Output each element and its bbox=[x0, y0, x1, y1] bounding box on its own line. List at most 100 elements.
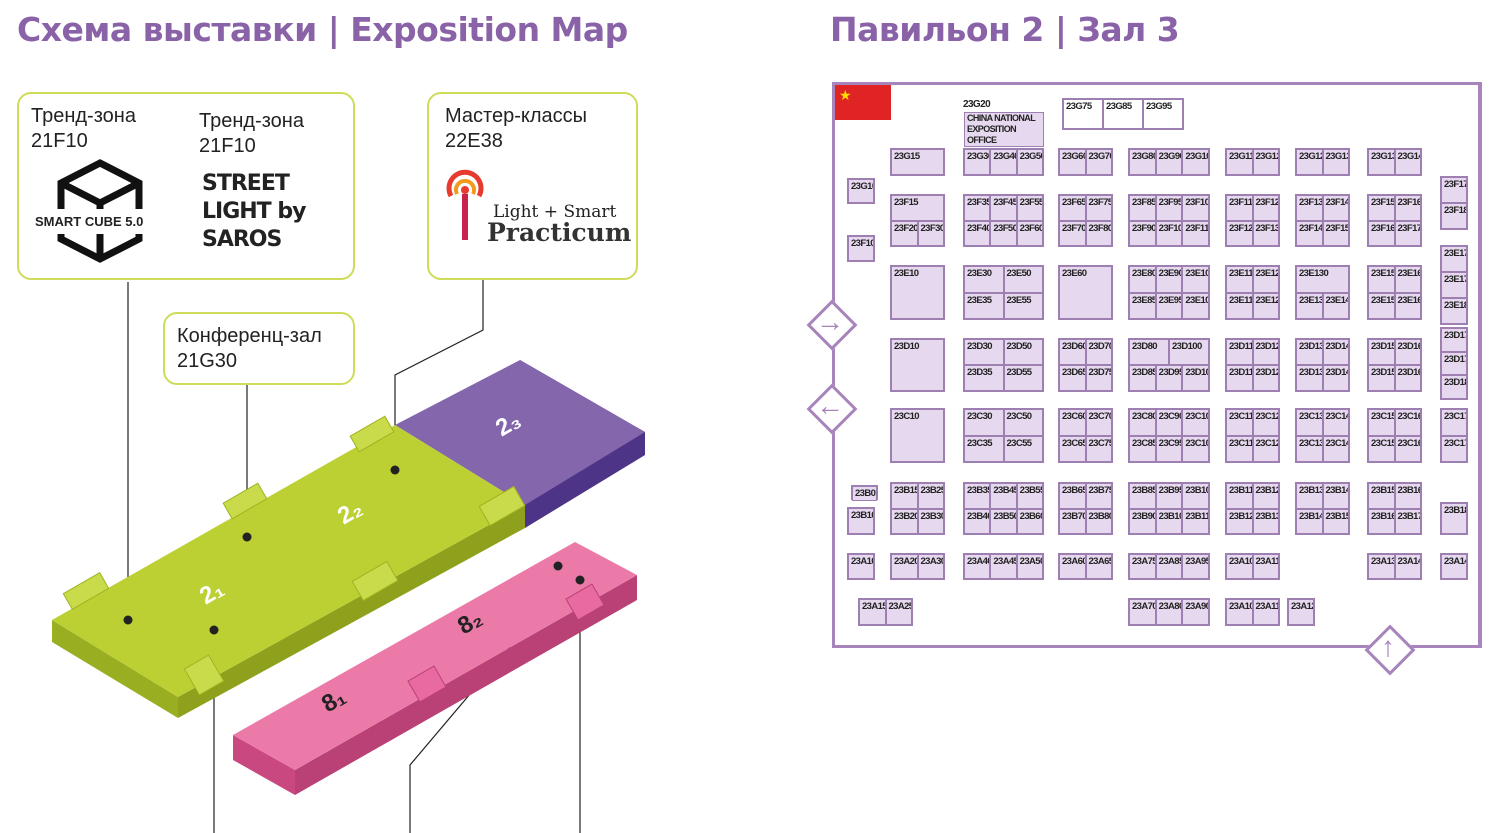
booth[interactable]: 23G60 bbox=[1059, 149, 1086, 175]
booth[interactable]: 23C90 bbox=[1155, 409, 1183, 436]
booth[interactable]: 23E120 bbox=[1252, 266, 1279, 293]
booth[interactable]: 23D160 bbox=[1394, 339, 1421, 365]
booth[interactable]: 23B01 bbox=[852, 486, 877, 501]
booth[interactable]: 23C85 bbox=[1129, 435, 1156, 462]
booth[interactable]: 23A110 bbox=[1252, 599, 1279, 625]
booth[interactable]: 23A25 bbox=[885, 599, 912, 625]
booth[interactable]: 23F105 bbox=[1182, 195, 1210, 221]
booth[interactable]: 23D165 bbox=[1394, 365, 1421, 391]
booth[interactable]: 23B100 bbox=[1155, 508, 1183, 534]
booth[interactable]: 23E145 bbox=[1322, 292, 1349, 319]
booth[interactable]: 23A115 bbox=[1252, 554, 1279, 579]
booth[interactable]: 23C115 bbox=[1226, 435, 1253, 462]
booth[interactable]: 23C160 bbox=[1394, 409, 1421, 436]
booth[interactable]: 23A135 bbox=[1368, 554, 1395, 579]
booth[interactable]: 23F165 bbox=[1394, 195, 1421, 221]
booth[interactable]: 23C170 bbox=[1441, 409, 1467, 436]
booth[interactable]: 23C70 bbox=[1085, 409, 1112, 436]
booth[interactable]: 23F65 bbox=[1059, 195, 1086, 221]
booth[interactable]: 23C30 bbox=[964, 409, 1004, 436]
booth[interactable]: 23A40 bbox=[964, 554, 991, 579]
booth[interactable]: 23D140 bbox=[1322, 339, 1349, 365]
booth[interactable]: 23E180 bbox=[1441, 298, 1467, 324]
booth[interactable]: 23F110 bbox=[1182, 220, 1210, 246]
booth[interactable]: 23C60 bbox=[1059, 409, 1086, 436]
booth[interactable]: 23F170 bbox=[1394, 220, 1421, 246]
booth[interactable]: 23A70 bbox=[1129, 599, 1156, 625]
booth[interactable]: 23B50 bbox=[990, 508, 1017, 534]
booth[interactable]: 23C10 bbox=[891, 409, 944, 462]
booth[interactable]: 23F45 bbox=[990, 195, 1017, 221]
booth[interactable]: 23G80 bbox=[1129, 149, 1156, 175]
booth[interactable]: 23B75 bbox=[1085, 483, 1112, 509]
booth[interactable]: 23A90 bbox=[1182, 599, 1210, 625]
booth[interactable]: 23C80 bbox=[1129, 409, 1156, 436]
booth[interactable]: 23A50 bbox=[1016, 554, 1043, 579]
booth[interactable]: 23G125 bbox=[1296, 149, 1323, 175]
booth[interactable]: 23C140 bbox=[1322, 409, 1349, 436]
booth[interactable]: 23F120 bbox=[1226, 220, 1253, 246]
booth[interactable]: 23E60 bbox=[1059, 266, 1112, 319]
booth[interactable]: 23F130 bbox=[1252, 220, 1279, 246]
booth[interactable]: 23D170 bbox=[1441, 328, 1467, 352]
booth[interactable]: 23C145 bbox=[1322, 435, 1349, 462]
booth[interactable]: 23F140 bbox=[1296, 220, 1323, 246]
booth[interactable]: 23A60 bbox=[1059, 554, 1086, 579]
booth[interactable]: 23C120 bbox=[1252, 409, 1279, 436]
booth[interactable]: 23F100 bbox=[1155, 220, 1183, 246]
booth[interactable]: 23A20 bbox=[891, 554, 918, 579]
booth[interactable]: 23E155 bbox=[1368, 292, 1395, 319]
booth[interactable]: 23G15 bbox=[891, 149, 944, 175]
booth[interactable]: 23D75 bbox=[1085, 365, 1112, 391]
booth[interactable]: 23F180 bbox=[1441, 203, 1467, 229]
booth[interactable]: 23E50 bbox=[1003, 266, 1043, 293]
booth[interactable]: 23G100 bbox=[1182, 149, 1210, 175]
booth[interactable]: 23D150 bbox=[1368, 339, 1395, 365]
booth[interactable]: 23D135 bbox=[1296, 365, 1323, 391]
booth[interactable]: 23F125 bbox=[1252, 195, 1279, 221]
booth[interactable]: 23C100 bbox=[1182, 409, 1210, 436]
booth[interactable]: 23G75 bbox=[1063, 99, 1103, 129]
booth[interactable]: 23D60 bbox=[1059, 339, 1086, 365]
booth[interactable]: 23D35 bbox=[964, 365, 1004, 391]
booth[interactable]: 23D145 bbox=[1322, 365, 1349, 391]
booth[interactable]: 23C35 bbox=[964, 435, 1004, 462]
booth[interactable]: 23B90 bbox=[1129, 508, 1156, 534]
booth[interactable]: 23B15 bbox=[891, 483, 918, 509]
booth[interactable]: 23E170 bbox=[1441, 246, 1467, 272]
booth[interactable]: 23F40 bbox=[964, 220, 991, 246]
booth[interactable]: 23A75 bbox=[1129, 554, 1156, 579]
booth[interactable]: 23A80 bbox=[1155, 599, 1183, 625]
booth[interactable]: 23F55 bbox=[1016, 195, 1043, 221]
booth[interactable]: 23E10 bbox=[891, 266, 944, 319]
booth[interactable]: 23F160 bbox=[1368, 220, 1395, 246]
booth[interactable]: 23B10 bbox=[848, 508, 874, 534]
booth[interactable]: 23G85 bbox=[1103, 99, 1143, 129]
booth[interactable]: 23A145 bbox=[1441, 554, 1467, 579]
booth[interactable]: 23B65 bbox=[1059, 483, 1086, 509]
booth[interactable]: 23E150 bbox=[1368, 266, 1395, 293]
booth[interactable]: 23A105 bbox=[1226, 554, 1253, 579]
booth[interactable]: 23C125 bbox=[1252, 435, 1279, 462]
booth[interactable]: 23D180 bbox=[1441, 375, 1467, 400]
booth[interactable]: 23B25 bbox=[917, 483, 944, 509]
booth[interactable]: 23D100 bbox=[1169, 339, 1209, 365]
booth[interactable]: 23B155 bbox=[1368, 483, 1395, 509]
booth[interactable]: 23E135 bbox=[1296, 292, 1323, 319]
booth[interactable]: 23A140 bbox=[1394, 554, 1421, 579]
booth[interactable]: 23E125 bbox=[1252, 292, 1279, 319]
booth[interactable]: 23B145 bbox=[1322, 483, 1349, 509]
booth[interactable]: 23B130 bbox=[1252, 508, 1279, 534]
booth[interactable]: 23B120 bbox=[1226, 508, 1253, 534]
booth[interactable]: 23B35 bbox=[964, 483, 991, 509]
booth[interactable]: 23B70 bbox=[1059, 508, 1086, 534]
booth[interactable]: 23E85 bbox=[1129, 292, 1156, 319]
booth[interactable]: 23D105 bbox=[1182, 365, 1210, 391]
booth[interactable]: 23D55 bbox=[1003, 365, 1043, 391]
booth[interactable]: 23G120 bbox=[1252, 149, 1279, 175]
booth[interactable]: 23B55 bbox=[1016, 483, 1043, 509]
booth[interactable]: 23B140 bbox=[1296, 508, 1323, 534]
booth[interactable]: 23B20 bbox=[891, 508, 918, 534]
booth[interactable]: 23B105 bbox=[1182, 483, 1210, 509]
booth[interactable]: 23D125 bbox=[1252, 365, 1279, 391]
